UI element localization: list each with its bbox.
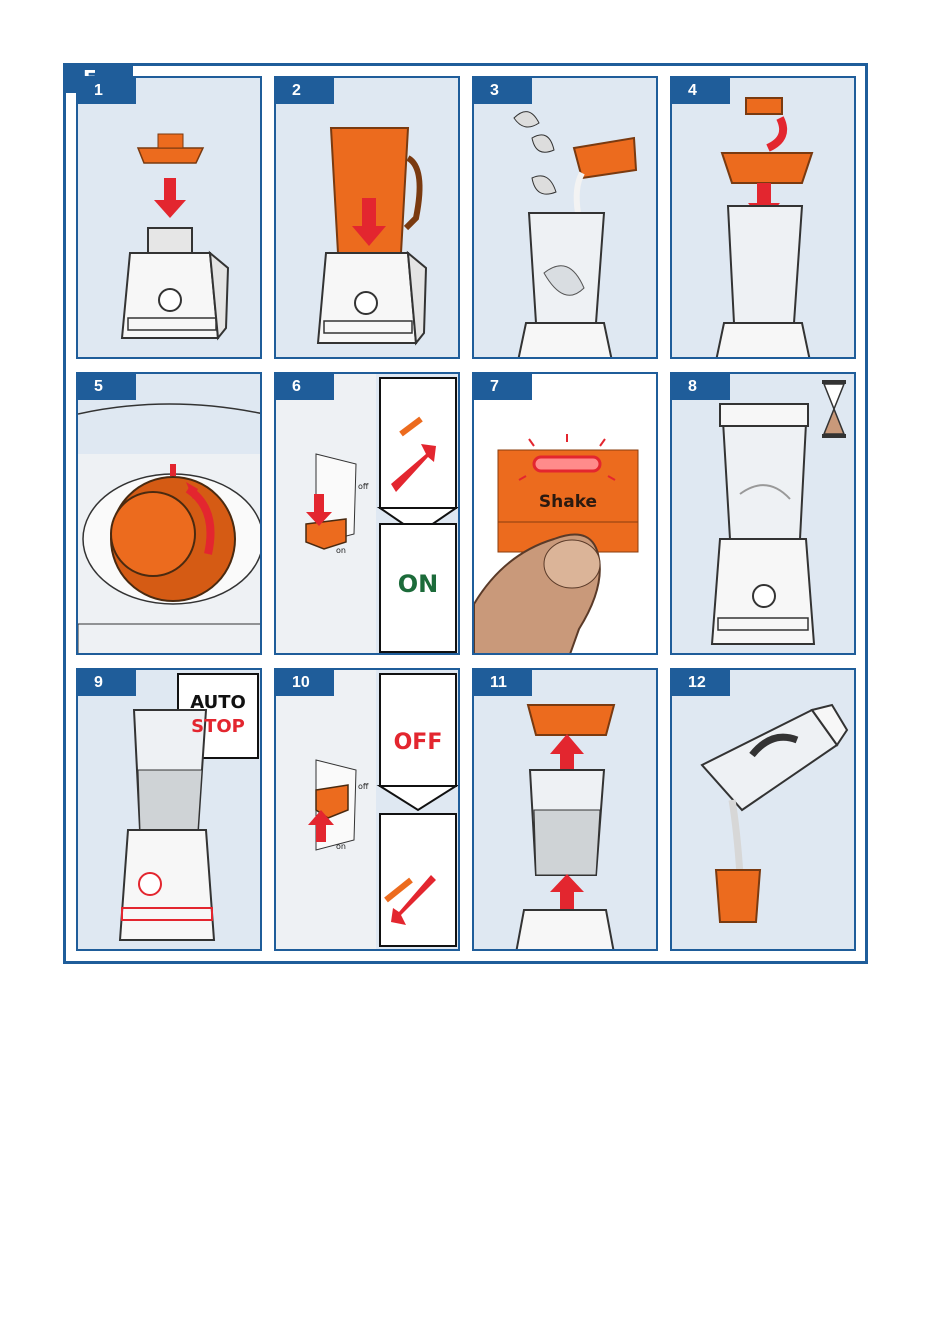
step-panel-1: 1 bbox=[76, 76, 262, 359]
power-on-illustration bbox=[276, 374, 460, 655]
auto-label: AUTO bbox=[178, 692, 258, 713]
blade-unit-illustration bbox=[78, 78, 262, 359]
shake-button-illustration bbox=[474, 374, 658, 655]
switch-on-label: on bbox=[336, 546, 346, 555]
arrow-up-icon bbox=[550, 874, 584, 892]
step-number: 10 bbox=[276, 670, 334, 696]
jar-placement-illustration bbox=[276, 78, 460, 359]
attach-lid-illustration bbox=[672, 78, 856, 359]
remove-jar-illustration bbox=[474, 670, 658, 951]
arrow-up-icon bbox=[550, 734, 584, 754]
step-panel-7: 7 Shake bbox=[472, 372, 658, 655]
hourglass-icon bbox=[822, 380, 846, 438]
step-panel-10: 10 off on OFF bbox=[274, 668, 460, 951]
stop-label: STOP bbox=[178, 716, 258, 737]
step-number: 3 bbox=[474, 78, 532, 104]
step-panel-4: 4 bbox=[670, 76, 856, 359]
power-off-illustration bbox=[276, 670, 460, 951]
shake-button-label: Shake bbox=[498, 492, 638, 512]
knob-turn-illustration bbox=[78, 374, 262, 655]
step-number: 2 bbox=[276, 78, 334, 104]
arrow-down-icon bbox=[154, 200, 186, 218]
switch-off-label: off bbox=[358, 482, 368, 491]
step-number: 8 bbox=[672, 374, 730, 400]
step-number: 7 bbox=[474, 374, 532, 400]
step-panel-8: 8 bbox=[670, 372, 856, 655]
switch-on-label: on bbox=[336, 842, 346, 851]
step-number: 9 bbox=[78, 670, 136, 696]
pour-drink-illustration bbox=[672, 670, 856, 951]
add-ingredients-illustration bbox=[474, 78, 658, 359]
step-panel-12: 12 bbox=[670, 668, 856, 951]
state-off-label: OFF bbox=[384, 730, 452, 755]
step-panel-11: 11 bbox=[472, 668, 658, 951]
step-panel-3: 3 bbox=[472, 76, 658, 359]
step-number: 12 bbox=[672, 670, 730, 696]
state-on-label: ON bbox=[384, 570, 452, 598]
step-panel-9: 9 AUTO STOP bbox=[76, 668, 262, 951]
step-number: 11 bbox=[474, 670, 532, 696]
blending-wait-illustration bbox=[672, 374, 856, 655]
step-number: 6 bbox=[276, 374, 334, 400]
step-number: 1 bbox=[78, 78, 136, 104]
step-number: 4 bbox=[672, 78, 730, 104]
switch-off-label: off bbox=[358, 782, 368, 791]
step-number: 5 bbox=[78, 374, 136, 400]
step-panel-5: 5 bbox=[76, 372, 262, 655]
step-panel-6: 6 off on ON bbox=[274, 372, 460, 655]
step-panel-2: 2 bbox=[274, 76, 460, 359]
